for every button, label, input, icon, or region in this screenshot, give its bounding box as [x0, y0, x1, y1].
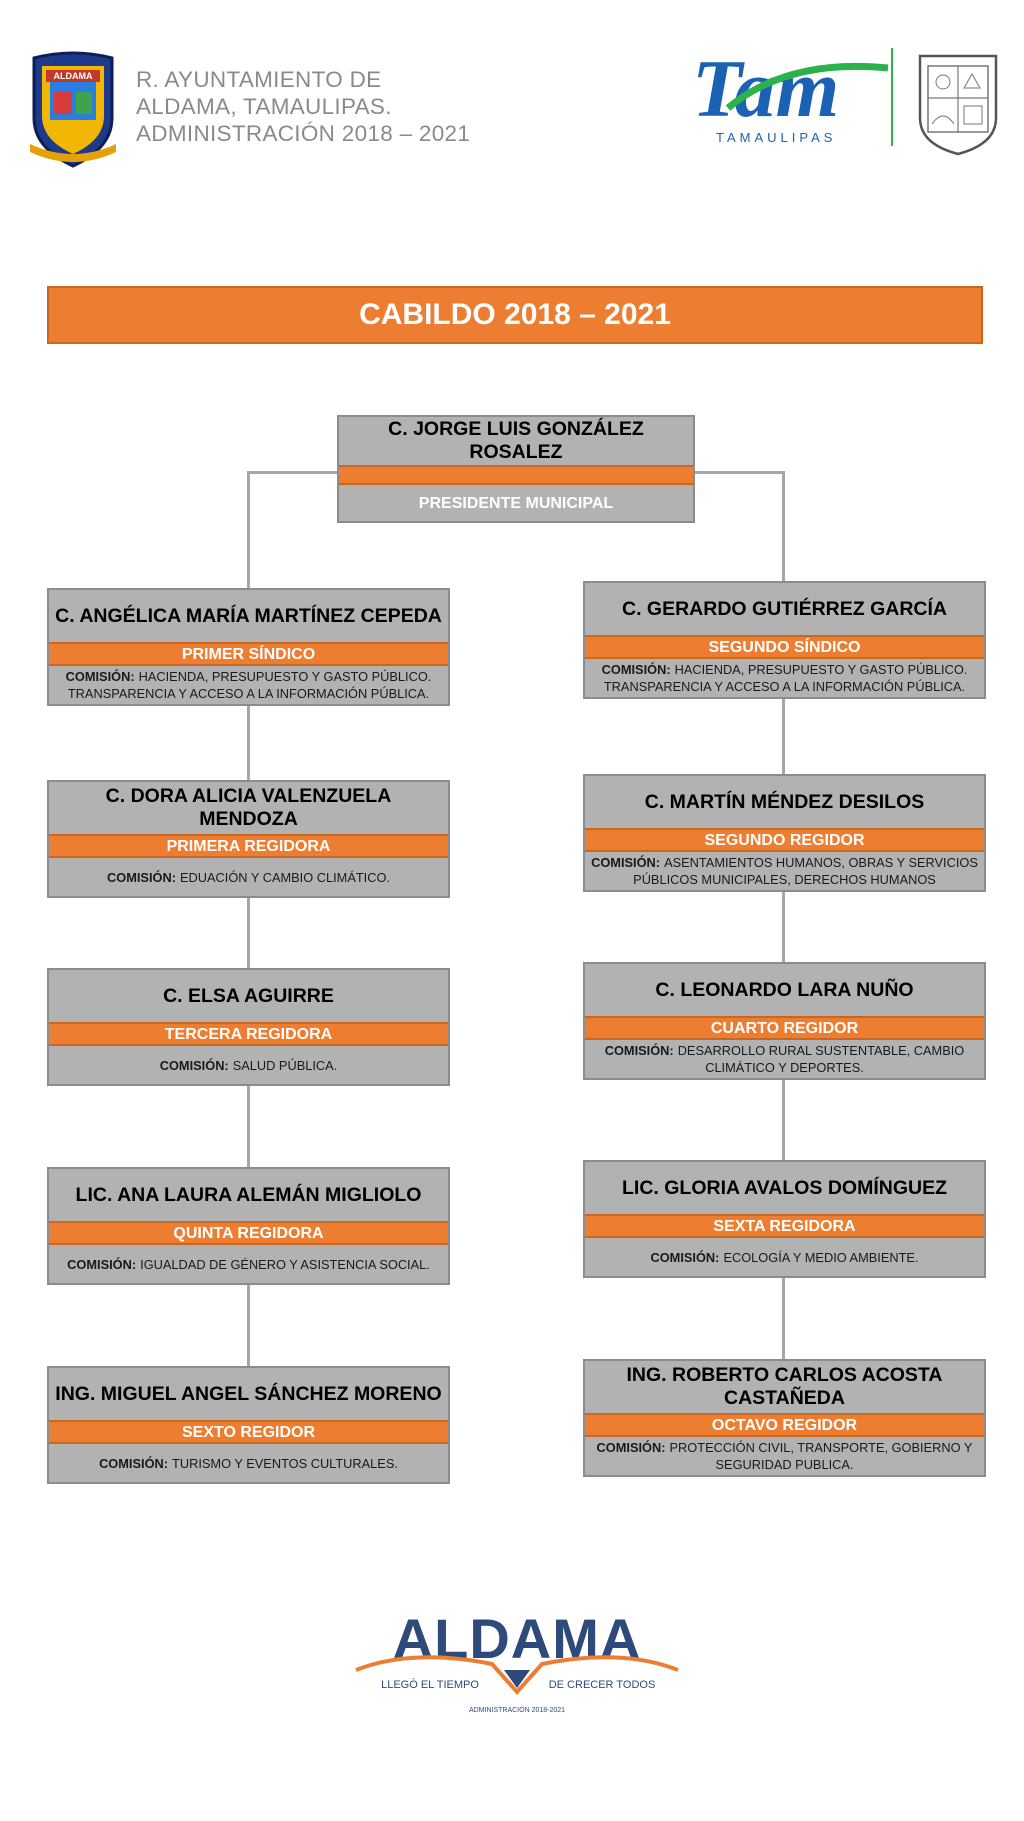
footer-tagline-left: LLEGÓ EL TIEMPO	[381, 1678, 479, 1691]
footer-tagline-right: DE CRECER TODOS	[549, 1679, 656, 1691]
member-card-tercera-regidora: C. ELSA AGUIRRE TERCERA REGIDORA COMISIÓ…	[47, 968, 450, 1086]
member-commission: COMISIÓN:ASENTAMIENTOS HUMANOS, OBRAS Y …	[585, 852, 984, 890]
member-role: OCTAVO REGIDOR	[585, 1413, 984, 1437]
member-name: LIC. ANA LAURA ALEMÁN MIGLIOLO	[75, 1183, 422, 1206]
member-role: PRIMER SÍNDICO	[49, 642, 448, 666]
connector-line	[247, 896, 250, 970]
member-card-primera-regidora: C. DORA ALICIA VALENZUELA MENDOZA PRIMER…	[47, 780, 450, 898]
connector-line	[782, 1276, 785, 1361]
member-commission: COMISIÓN:PROTECCIÓN CIVIL, TRANSPORTE, G…	[585, 1437, 984, 1475]
connector-line	[247, 471, 250, 590]
commission-text: ECOLOGÍA Y MEDIO AMBIENTE.	[723, 1249, 919, 1265]
member-card-cuarto-regidor: C. LEONARDO LARA NUÑO CUARTO REGIDOR COM…	[583, 962, 986, 1080]
commission-text: HACIENDA, PRESUPUESTO Y GASTO PÚBLICO. T…	[67, 669, 432, 701]
footer-small-text: ADMINISTRACIÓN 2018-2021	[469, 1705, 565, 1714]
commission-label: COMISIÓN:	[107, 869, 176, 885]
member-role: SEGUNDO REGIDOR	[585, 828, 984, 852]
commission-text: IGUALDAD DE GÉNERO Y ASISTENCIA SOCIAL.	[140, 1256, 430, 1272]
member-name: LIC. GLORIA AVALOS DOMÍNGUEZ	[622, 1176, 947, 1199]
commission-label: COMISIÓN:	[596, 1440, 666, 1455]
member-commission: COMISIÓN:HACIENDA, PRESUPUESTO Y GASTO P…	[49, 666, 448, 704]
connector-line	[247, 1084, 250, 1169]
footer-wordmark: ALDAMA	[393, 1607, 642, 1670]
tamaulipas-tam-logo: Tam TAMAULIPAS	[692, 43, 893, 146]
commission-text: TURISMO Y EVENTOS CULTURALES.	[172, 1455, 398, 1471]
council-title-bar: CABILDO 2018 – 2021	[47, 286, 983, 344]
connector-line	[782, 1078, 785, 1162]
member-role: CUARTO REGIDOR	[585, 1016, 984, 1040]
header-line-3: ADMINISTRACIÓN 2018 – 2021	[136, 121, 471, 146]
member-name: ING. ROBERTO CARLOS ACOSTA CASTAÑEDA	[626, 1364, 943, 1409]
member-name: C. ANGÉLICA MARÍA MARTÍNEZ CEPEDA	[55, 604, 442, 627]
member-commission: COMISIÓN:EDUACIÓN Y CAMBIO CLIMÁTICO.	[49, 858, 448, 896]
commission-label: COMISIÓN:	[591, 855, 661, 870]
connector-line	[247, 704, 250, 782]
president-role: PRESIDENTE MUNICIPAL	[418, 494, 614, 512]
commission-label: COMISIÓN:	[601, 662, 671, 677]
member-name: C. DORA ALICIA VALENZUELA MENDOZA	[105, 785, 392, 830]
president-card: C. JORGE LUIS GONZÁLEZ ROSALEZ PRESIDENT…	[337, 415, 695, 523]
tamaulipas-state-seal	[918, 54, 998, 156]
tam-sub-text: TAMAULIPAS	[716, 130, 836, 145]
connector-line	[782, 890, 785, 964]
member-commission: COMISIÓN:DESARROLLO RURAL SUSTENTABLE, C…	[585, 1040, 984, 1078]
commission-label: COMISIÓN:	[99, 1455, 169, 1471]
member-name: ING. MIGUEL ANGEL SÁNCHEZ MORENO	[55, 1382, 442, 1405]
municipality-header: R. AYUNTAMIENTO DE ALDAMA, TAMAULIPAS. A…	[136, 66, 470, 147]
member-name: C. LEONARDO LARA NUÑO	[655, 978, 914, 1001]
president-role-bar	[339, 465, 693, 485]
member-commission: COMISIÓN:IGUALDAD DE GÉNERO Y ASISTENCIA…	[49, 1245, 448, 1283]
member-role: TERCERA REGIDORA	[49, 1022, 448, 1046]
member-role: SEXTA REGIDORA	[585, 1214, 984, 1238]
commission-text: SALUD PÚBLICA.	[232, 1057, 338, 1073]
member-card-quinta-regidora: LIC. ANA LAURA ALEMÁN MIGLIOLO QUINTA RE…	[47, 1167, 450, 1285]
member-role: QUINTA REGIDORA	[49, 1221, 448, 1245]
commission-label: COMISIÓN:	[65, 669, 135, 684]
aldama-footer-logo: ALDAMA LLEGÓ EL TIEMPO DE CRECER TODOS A…	[355, 1607, 679, 1714]
council-title: CABILDO 2018 – 2021	[359, 298, 671, 331]
commission-label: COMISIÓN:	[650, 1249, 720, 1265]
member-commission: COMISIÓN:ECOLOGÍA Y MEDIO AMBIENTE.	[585, 1238, 984, 1276]
member-card-sexta-regidora: LIC. GLORIA AVALOS DOMÍNGUEZ SEXTA REGID…	[583, 1160, 986, 1278]
connector-line	[782, 698, 785, 776]
member-card-octavo-regidor: ING. ROBERTO CARLOS ACOSTA CASTAÑEDA OCT…	[583, 1359, 986, 1477]
member-role: SEGUNDO SÍNDICO	[585, 635, 984, 659]
member-card-segundo-sindico: C. GERARDO GUTIÉRREZ GARCÍA SEGUNDO SÍND…	[583, 581, 986, 699]
member-name: C. ELSA AGUIRRE	[163, 984, 334, 1007]
member-card-primer-sindico: C. ANGÉLICA MARÍA MARTÍNEZ CEPEDA PRIMER…	[47, 588, 450, 706]
aldama-shield-logo: ALDAMA	[30, 51, 116, 168]
president-name: C. JORGE LUIS GONZÁLEZ ROSALEZ	[388, 418, 644, 463]
commission-text: EDUACIÓN Y CAMBIO CLIMÁTICO.	[179, 869, 390, 885]
tam-logo-text: Tam	[692, 43, 839, 134]
member-commission: COMISIÓN:TURISMO Y EVENTOS CULTURALES.	[49, 1444, 448, 1482]
connector-line	[694, 471, 784, 474]
commission-text: ASENTAMIENTOS HUMANOS, OBRAS Y SERVICIOS…	[633, 855, 978, 887]
member-role: SEXTO REGIDOR	[49, 1420, 448, 1444]
header-line-1: R. AYUNTAMIENTO DE	[136, 67, 382, 92]
commission-text: DESARROLLO RURAL SUSTENTABLE, CAMBIO CLI…	[677, 1043, 965, 1075]
header-line-2: ALDAMA, TAMAULIPAS.	[136, 94, 392, 119]
commission-text: PROTECCIÓN CIVIL, TRANSPORTE, GOBIERNO Y…	[669, 1440, 973, 1472]
commission-text: HACIENDA, PRESUPUESTO Y GASTO PÚBLICO. T…	[603, 662, 968, 694]
commission-label: COMISIÓN:	[604, 1043, 674, 1058]
member-role: PRIMERA REGIDORA	[49, 834, 448, 858]
connector-line	[247, 471, 338, 474]
commission-label: COMISIÓN:	[67, 1256, 137, 1272]
member-name: C. MARTÍN MÉNDEZ DESILOS	[644, 790, 925, 813]
commission-label: COMISIÓN:	[159, 1057, 229, 1073]
member-card-segundo-regidor: C. MARTÍN MÉNDEZ DESILOS SEGUNDO REGIDOR…	[583, 774, 986, 892]
member-commission: COMISIÓN:HACIENDA, PRESUPUESTO Y GASTO P…	[585, 659, 984, 697]
connector-line	[247, 1283, 250, 1368]
member-commission: COMISIÓN:SALUD PÚBLICA.	[49, 1046, 448, 1084]
member-card-sexto-regidor: ING. MIGUEL ANGEL SÁNCHEZ MORENO SEXTO R…	[47, 1366, 450, 1484]
shield-text: ALDAMA	[54, 71, 93, 81]
member-name: C. GERARDO GUTIÉRREZ GARCÍA	[621, 597, 947, 620]
connector-line	[782, 471, 785, 583]
